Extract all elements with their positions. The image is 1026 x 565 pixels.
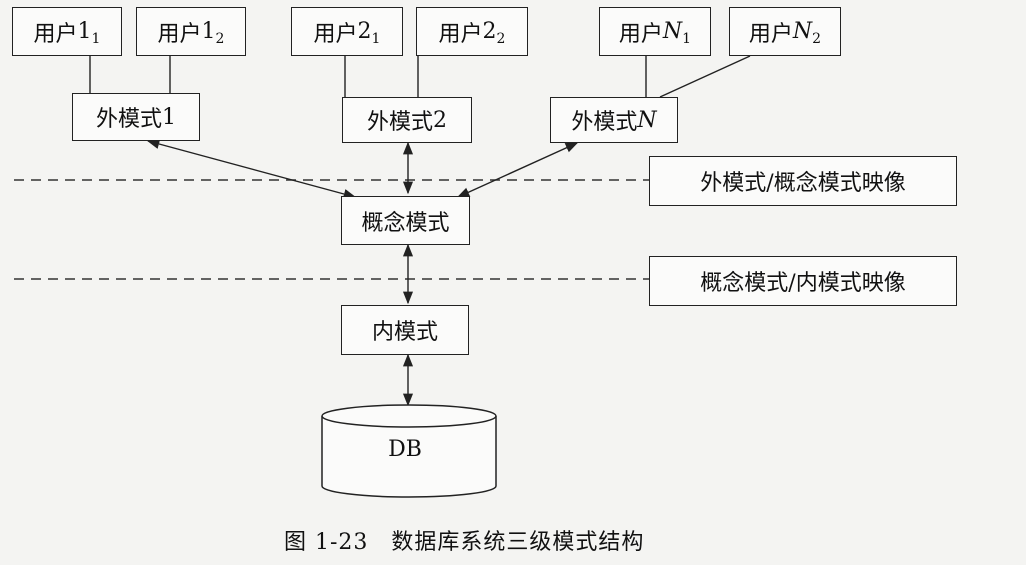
- user-label: 用户: [313, 21, 358, 47]
- user-subscript: 2: [215, 30, 225, 47]
- external-conceptual-mapping-box: 外模式/概念模式映像: [649, 156, 957, 206]
- user-subscript: 1: [371, 30, 381, 47]
- user-index: 2: [357, 19, 372, 44]
- conceptual-schema-box: 概念模式: [341, 196, 470, 245]
- user-label: 用户: [748, 21, 793, 47]
- external-schema-index: 1: [162, 104, 176, 130]
- conceptual-schema-label: 概念模式: [361, 210, 450, 236]
- user-index: 1: [77, 19, 92, 44]
- user-label: 用户: [33, 21, 78, 47]
- figure-caption: 图 1-23 数据库系统三级模式结构: [284, 530, 645, 555]
- user-subscript: 2: [496, 30, 506, 47]
- external-conceptual-mapping-label: 外模式/概念模式映像: [700, 171, 906, 196]
- internal-schema-box: 内模式: [341, 305, 469, 355]
- user-label: 用户: [618, 21, 663, 47]
- database-cylinder: [321, 404, 497, 498]
- user-index: 2: [482, 19, 497, 44]
- user-subscript: 2: [812, 30, 822, 47]
- arrow-external1-conceptual: [146, 139, 357, 199]
- user-label: 用户: [157, 21, 202, 47]
- conceptual-internal-mapping-box: 概念模式/内模式映像: [649, 256, 957, 306]
- connector-userN2: [659, 55, 751, 98]
- conceptual-internal-mapping-label: 概念模式/内模式映像: [700, 271, 906, 296]
- arrow-externalN-conceptual: [456, 142, 579, 198]
- user-label: 用户: [438, 21, 483, 47]
- user-subscript: 1: [91, 30, 101, 47]
- user-index: N: [662, 19, 683, 44]
- user-subscript: 1: [682, 30, 692, 47]
- external-schema-label: 外模式: [95, 107, 162, 132]
- user-index: N: [792, 19, 813, 44]
- external-schema-index: 2: [433, 107, 447, 133]
- external-schema-label: 外模式: [571, 110, 638, 135]
- external-schema-label: 外模式: [366, 110, 433, 135]
- internal-schema-label: 内模式: [371, 320, 438, 345]
- database-label: DB: [388, 437, 422, 462]
- user-index: 1: [201, 19, 216, 44]
- external-schema-index: N: [637, 107, 657, 133]
